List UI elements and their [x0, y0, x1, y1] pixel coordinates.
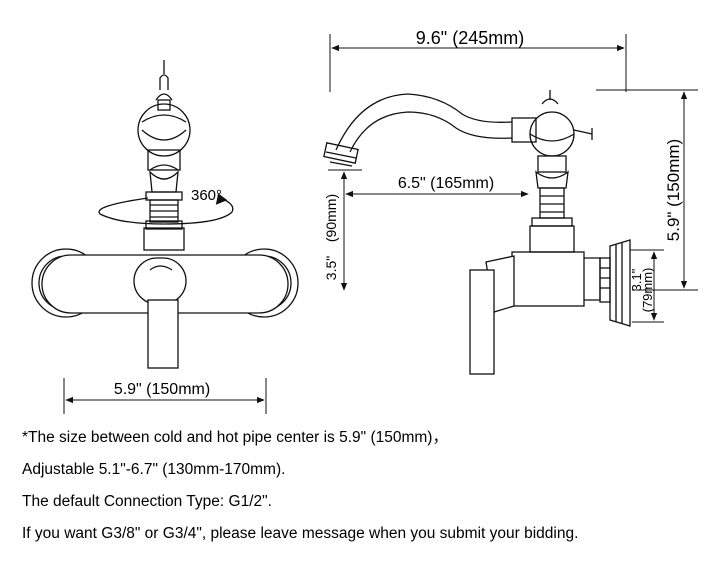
spout-height-label-2: (90mm) [323, 194, 339, 242]
note-pipe-center: *The size between cold and hot pipe cent… [22, 429, 448, 446]
side-body [469, 251, 601, 375]
side-view [323, 90, 631, 375]
specification-notes: *The size between cold and hot pipe cent… [22, 426, 702, 554]
total-height-label: 5.9" (150mm) [664, 139, 683, 241]
overall-length-label: 9.6" (245mm) [416, 28, 524, 48]
center-distance-dimension [63, 378, 267, 414]
spout-height-dimension [328, 169, 362, 291]
rotation-arrow [98, 193, 234, 225]
note-adjustable-range: Adjustable 5.1"-6.7" (130mm-170mm). [22, 461, 286, 478]
faucet-dimension-diagram: 360° 5.9" (150mm) [31, 28, 698, 414]
rotation-label: 360° [191, 187, 222, 204]
front-stem [137, 60, 191, 251]
overall-length-dimension [329, 34, 627, 92]
flange-height-label-2: (79mm) [640, 268, 655, 313]
side-handle-column [529, 90, 593, 253]
flange-height-dimension [630, 249, 664, 323]
reach-label: 6.5" (165mm) [398, 175, 494, 192]
front-lever-handle [133, 257, 187, 369]
front-view [31, 60, 299, 369]
side-spout [323, 93, 537, 167]
center-distance-label: 5.9" (150mm) [114, 381, 210, 398]
note-alternate-connection: If you want G3/8" or G3/4", please leave… [22, 525, 579, 542]
spout-height-label-1: 3.5" [323, 256, 339, 280]
note-connection-type: The default Connection Type: G1/2". [22, 493, 272, 510]
flange-height-label-1: 3.1" [629, 268, 644, 291]
total-height-dimension [596, 89, 698, 291]
side-wall-flange [599, 239, 631, 327]
